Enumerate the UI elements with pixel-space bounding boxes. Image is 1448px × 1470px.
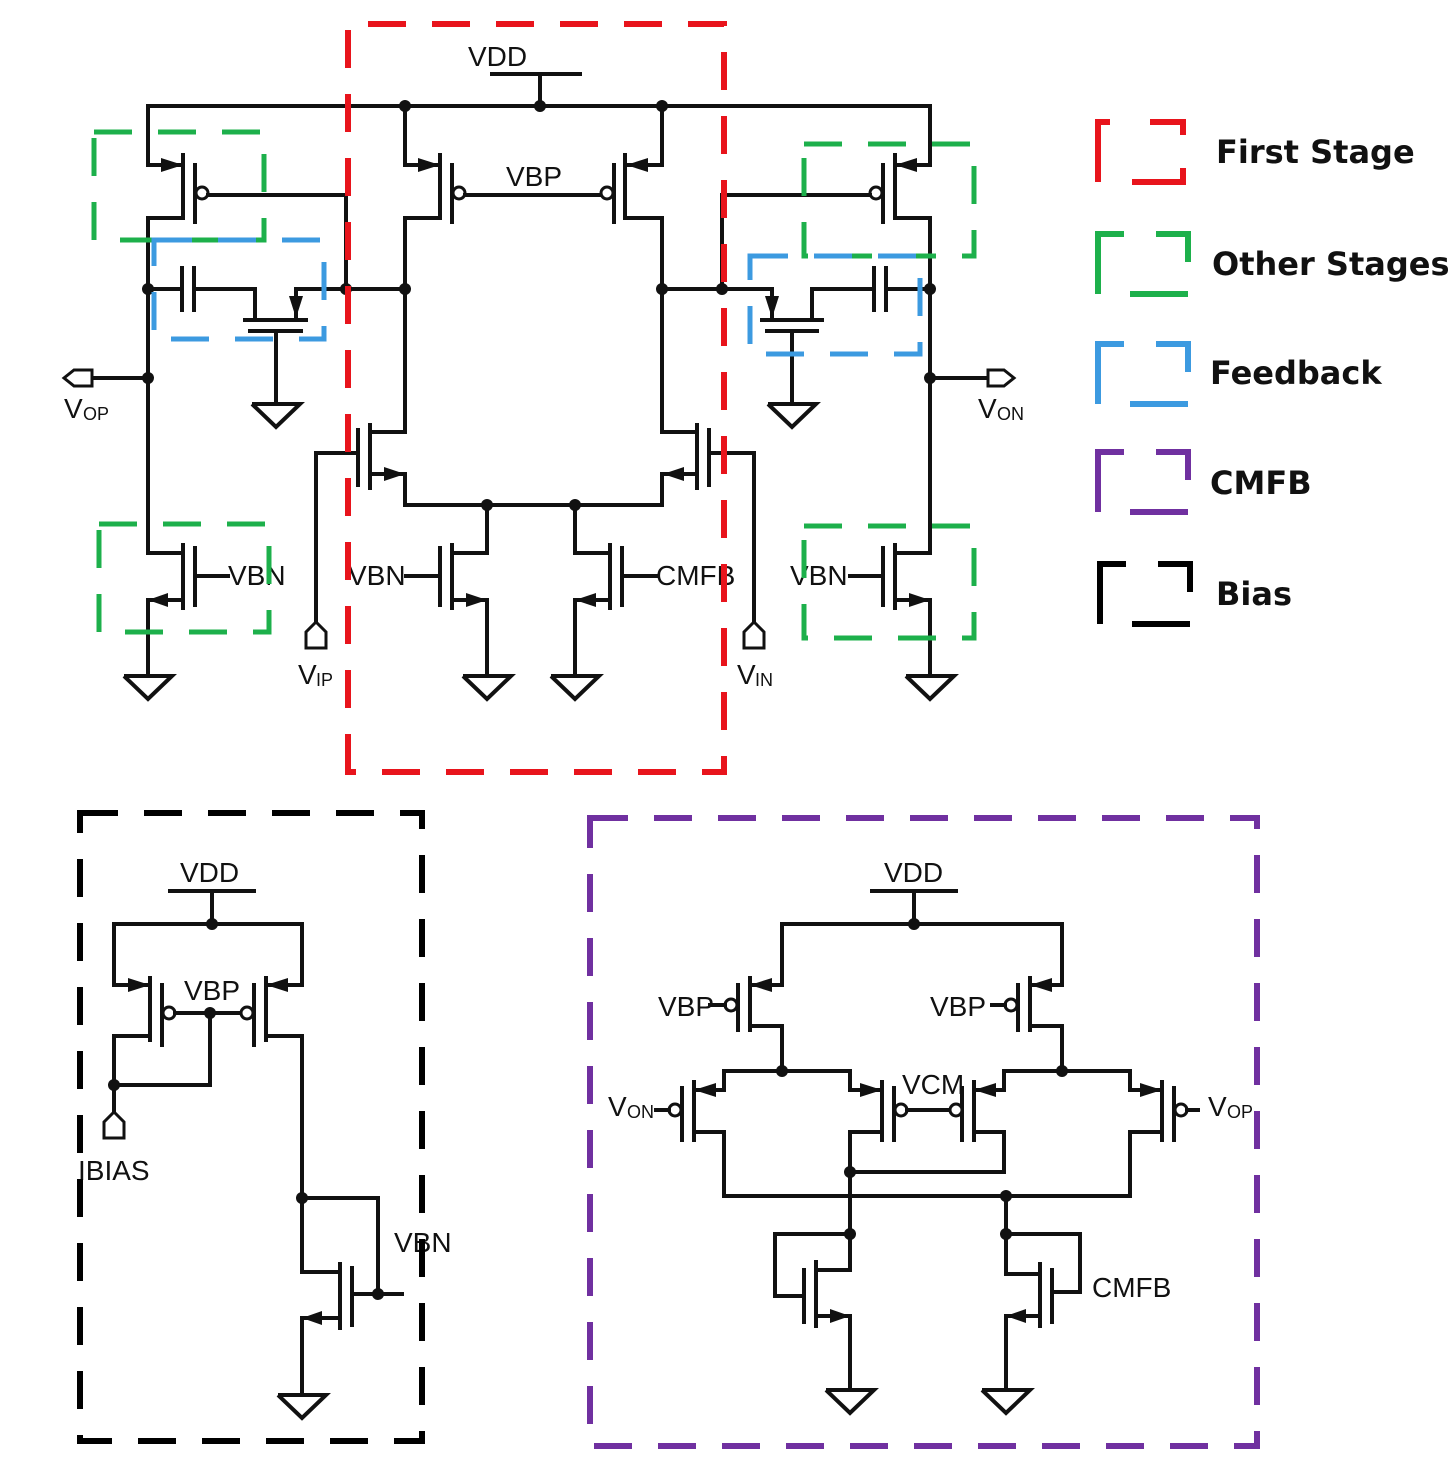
cmfb-vop-label-sub: OP — [1227, 1102, 1253, 1122]
von-label: V — [978, 393, 997, 424]
vbn-right-label: VBN — [790, 560, 848, 591]
vop-label-sub: OP — [83, 404, 109, 424]
legend-label: Feedback — [1210, 354, 1382, 392]
bias-circuit: VDD VBP IBIAS VBN — [78, 857, 452, 1421]
cmfb-vbp-left-label: VBP — [658, 991, 714, 1022]
legend-item-first-stage: First Stage — [1095, 119, 1415, 185]
vip-label: V — [298, 659, 317, 690]
feedback-region-left — [151, 237, 327, 342]
main-amplifier: VDD VBP VBN VBN CMFB VBN V OP V ON V IP … — [61, 41, 1024, 702]
first-stage-region — [345, 21, 727, 775]
legend-label: First Stage — [1216, 133, 1415, 171]
cmfb-circuit: VDD VBP VBP VCM V ON V OP CMFB — [608, 857, 1253, 1416]
legend-item-bias: Bias — [1097, 561, 1292, 627]
legend-item-other-stages: Other Stages — [1095, 231, 1448, 297]
vin-label: V — [737, 659, 756, 690]
vbn-center-label: VBN — [348, 560, 406, 591]
legend-label: CMFB — [1210, 464, 1312, 502]
other-stage-region-bottom-right — [801, 523, 977, 641]
legend-item-feedback: Feedback — [1095, 341, 1382, 407]
legend-label: Bias — [1216, 575, 1292, 613]
ibias-label: IBIAS — [78, 1155, 150, 1186]
cmfb-region — [587, 815, 1260, 1449]
cmfb-von-label: V — [608, 1091, 627, 1122]
legend-label: Other Stages — [1212, 245, 1448, 283]
vip-label-sub: IP — [316, 670, 333, 690]
vbp-label: VBP — [506, 161, 562, 192]
other-stage-region-bottom-left — [96, 521, 272, 635]
legend-item-cmfb: CMFB — [1095, 449, 1312, 515]
cmfb-vbp-right-label: VBP — [930, 991, 986, 1022]
other-stage-region-top-right — [801, 141, 977, 259]
vin-label-sub: IN — [755, 670, 773, 690]
other-stage-region-top-left — [91, 129, 267, 243]
vcm-label: VCM — [902, 1069, 964, 1100]
bias-region — [77, 810, 425, 1444]
von-label-sub: ON — [997, 404, 1024, 424]
vdd-label: VDD — [468, 41, 527, 72]
feedback-region-right — [747, 253, 923, 357]
cmfb-vop-label: V — [1208, 1091, 1227, 1122]
cmfb-vdd-label: VDD — [884, 857, 943, 888]
cmfb-von-label-sub: ON — [627, 1102, 654, 1122]
vop-label: V — [64, 393, 83, 424]
legend: First Stage Other Stages Feedback CMFB B… — [1095, 119, 1448, 627]
bias-vdd-label: VDD — [180, 857, 239, 888]
bias-vbp-label: VBP — [184, 975, 240, 1006]
cmfb-out-label: CMFB — [1092, 1272, 1171, 1303]
vbn-left-label: VBN — [228, 560, 286, 591]
